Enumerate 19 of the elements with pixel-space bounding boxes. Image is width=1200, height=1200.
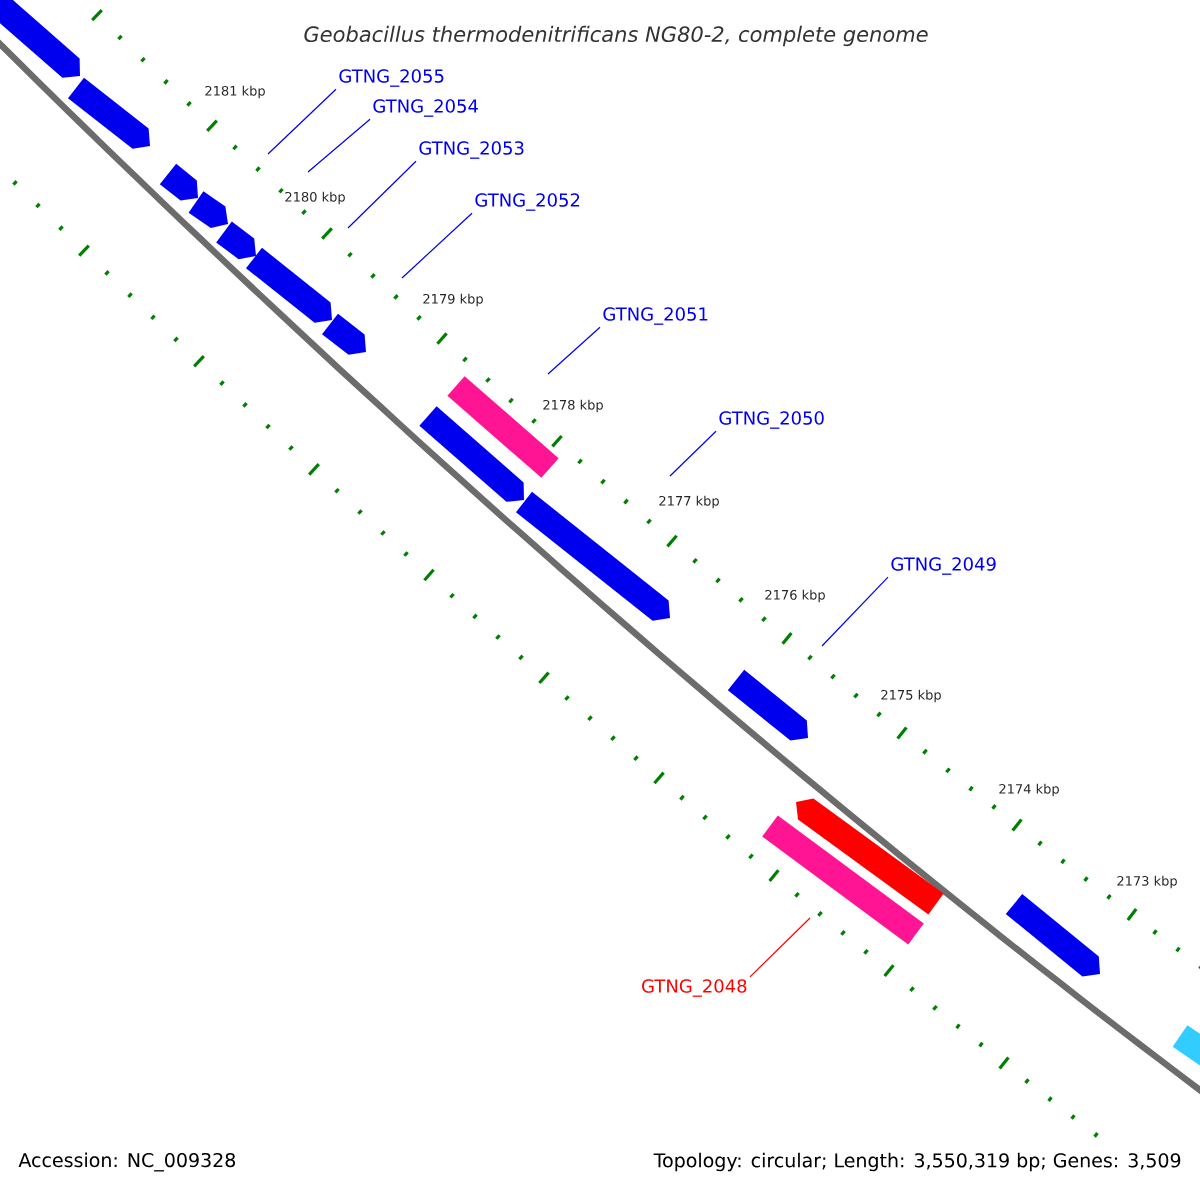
gene-label: GTNG_2052 — [475, 193, 580, 211]
footer-text: Topology: circular; Length: 3,550,319 bp; Genes: 3,509 — [653, 1152, 1181, 1172]
leader-line — [821, 576, 889, 647]
gene-label: GTNG_2048 — [642, 979, 747, 997]
leader-line — [669, 430, 717, 477]
gene-label: GTNG_2054 — [373, 99, 478, 117]
leader-line — [401, 212, 473, 279]
leader-line — [749, 917, 811, 978]
gene-label: GTNG_2053 — [419, 141, 524, 159]
leader-line — [347, 160, 417, 229]
leader-line — [267, 88, 337, 155]
gene-label: GTNG_2055 — [339, 69, 444, 87]
gene-label: GTNG_2051 — [603, 307, 708, 325]
gene-label: GTNG_2049 — [891, 557, 996, 575]
gene-label: GTNG_2050 — [719, 411, 824, 429]
footer-text: Accession: NC_009328 — [18, 1152, 236, 1172]
leader-line — [307, 118, 371, 173]
title: Geobacillus thermodenitrificans NG80-2, complete genome — [304, 25, 928, 47]
leader-line — [547, 326, 601, 375]
